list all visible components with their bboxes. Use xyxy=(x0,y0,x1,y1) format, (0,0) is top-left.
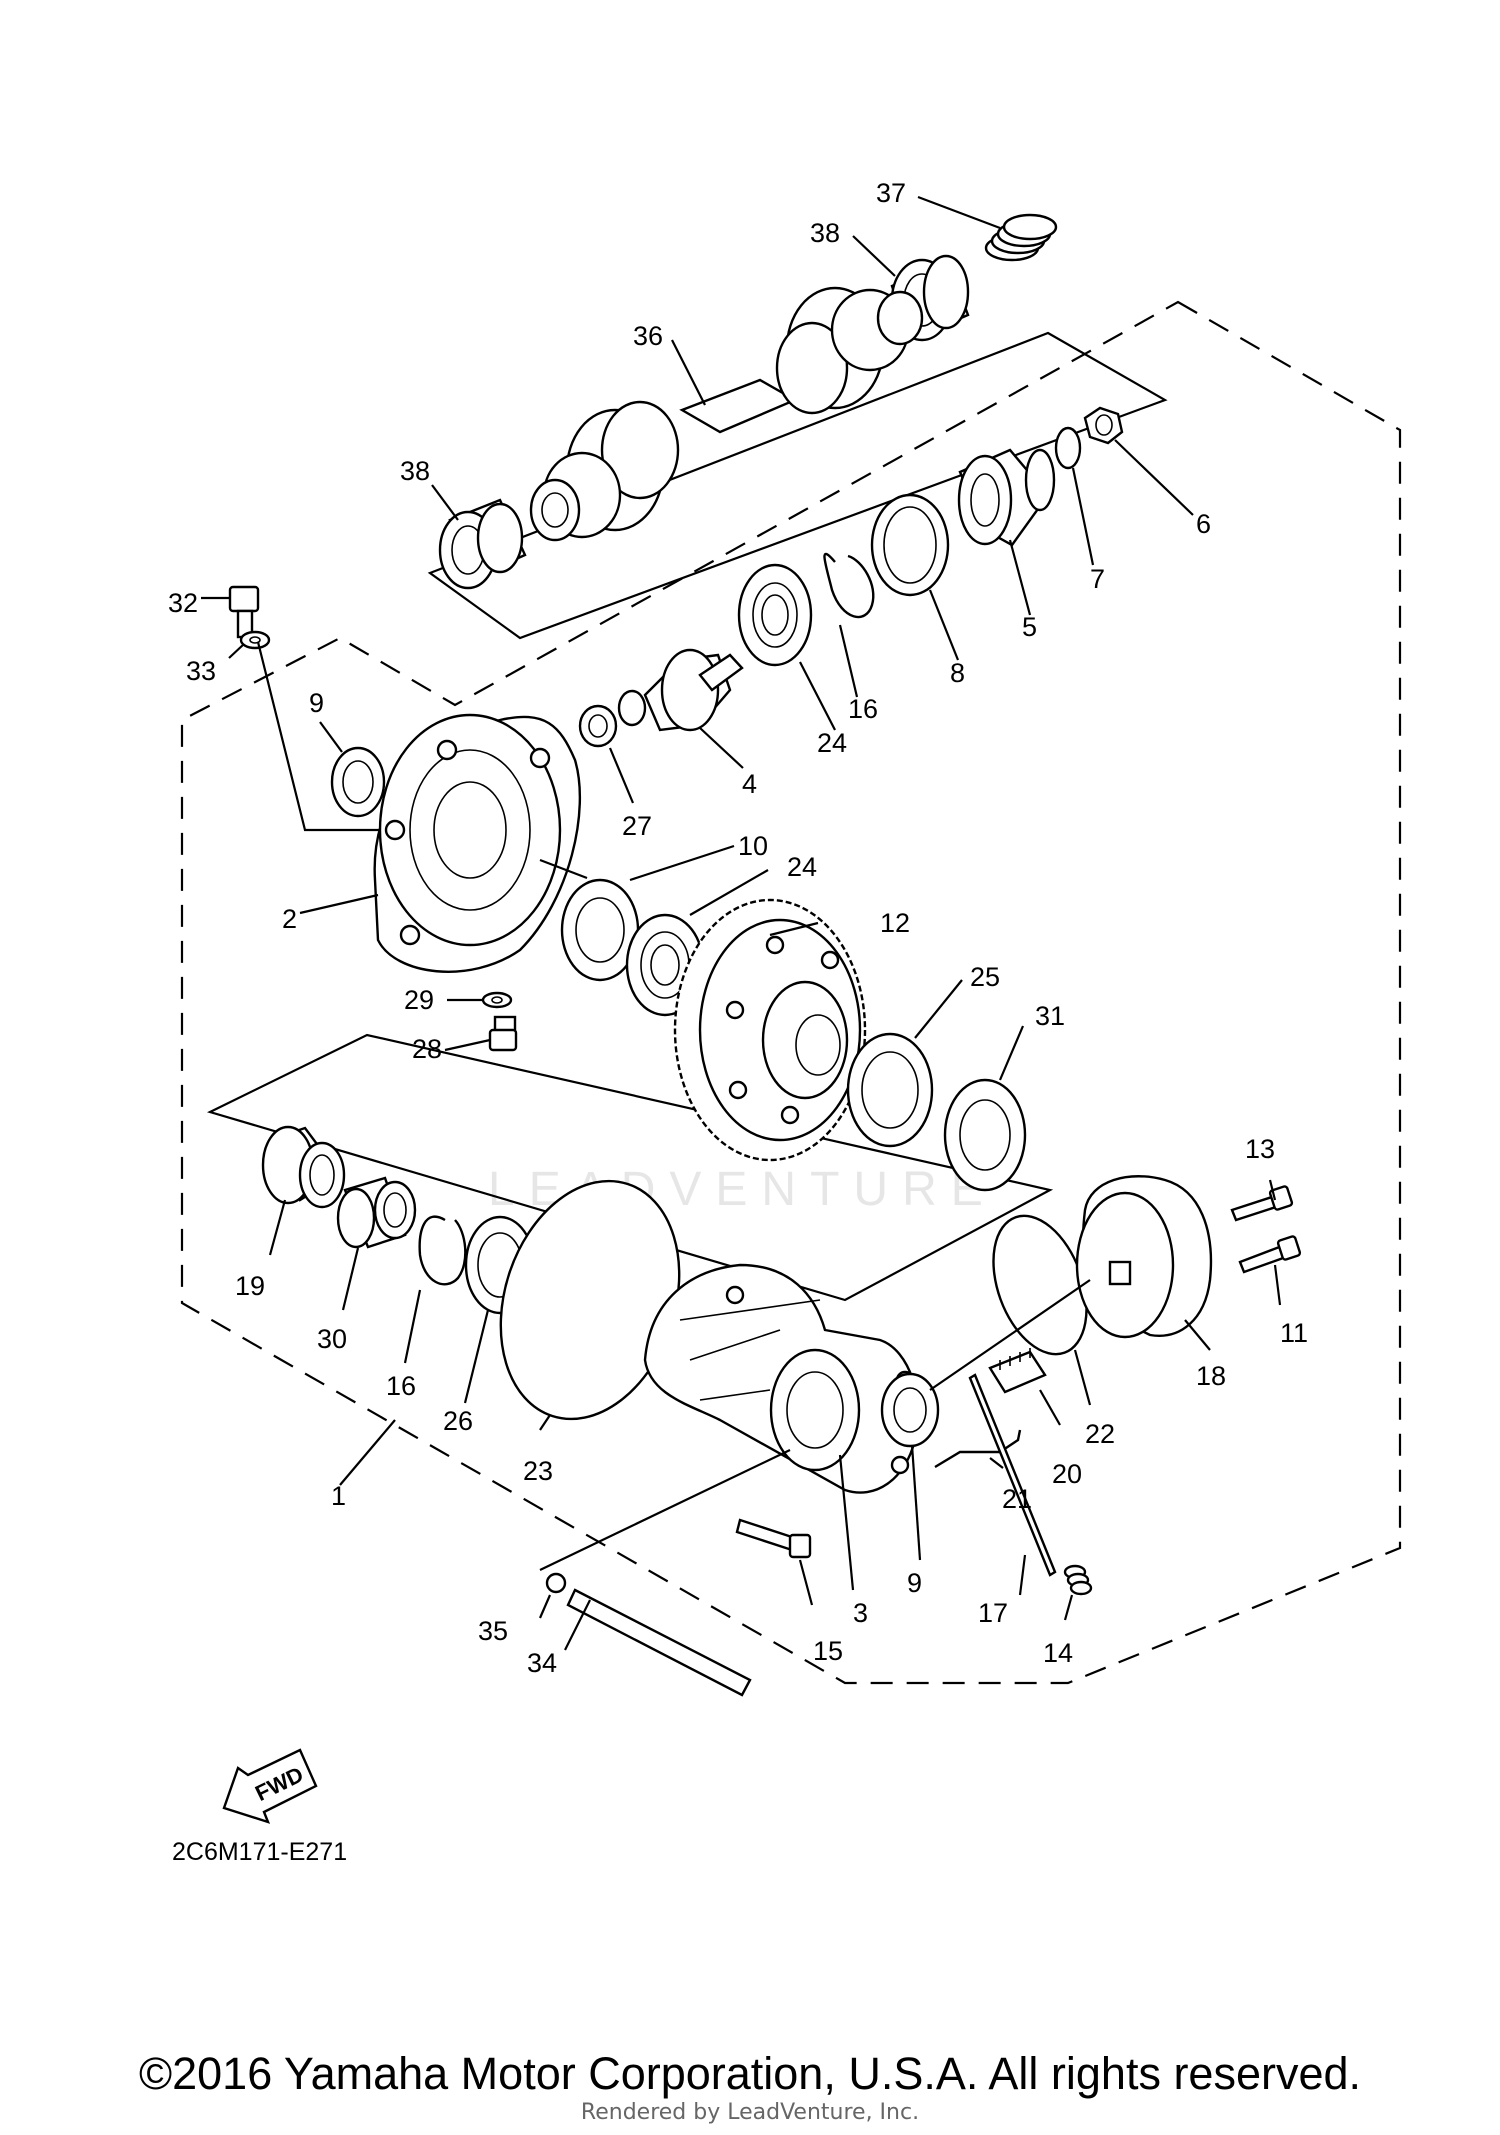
part-28-bolt[interactable] xyxy=(488,1015,518,1052)
copyright-text: ©2016 Yamaha Motor Corporation, U.S.A. A… xyxy=(138,2048,1362,2099)
callout-26[interactable]: 26 xyxy=(443,1406,473,1436)
part-20-sensor[interactable] xyxy=(988,1348,1047,1394)
part-5-coupling[interactable] xyxy=(957,448,1056,547)
part-13-bolt[interactable] xyxy=(1230,1185,1294,1222)
callout-4[interactable]: 4 xyxy=(742,769,757,799)
callout-24-upper[interactable]: 24 xyxy=(817,728,847,758)
callout-16-upper[interactable]: 16 xyxy=(848,694,878,724)
part-16-circlip-lower[interactable] xyxy=(418,1215,467,1286)
fwd-arrow-icon: FWD xyxy=(222,1748,318,1824)
callout-5[interactable]: 5 xyxy=(1022,612,1037,642)
callout-24-lower[interactable]: 24 xyxy=(787,852,817,882)
part-17-pin[interactable] xyxy=(968,1373,1057,1577)
part-9-oil-seal-lower[interactable] xyxy=(880,1372,940,1448)
callout-7[interactable]: 7 xyxy=(1090,564,1105,594)
part-38-bearing-lower[interactable] xyxy=(438,498,527,590)
callout-3[interactable]: 3 xyxy=(853,1598,868,1628)
callout-9-lower[interactable]: 9 xyxy=(907,1568,922,1598)
callout-38-lower[interactable]: 38 xyxy=(400,456,430,486)
rendered-by-text: Rendered by LeadVenture, Inc. xyxy=(580,2100,920,2125)
callout-19[interactable]: 19 xyxy=(235,1271,265,1301)
callout-23[interactable]: 23 xyxy=(523,1456,553,1486)
callout-6[interactable]: 6 xyxy=(1196,509,1211,539)
callout-35[interactable]: 35 xyxy=(478,1616,508,1646)
part-30-needle-bearing[interactable] xyxy=(336,1176,417,1249)
part-18-gear-motor[interactable] xyxy=(1075,1175,1213,1339)
callout-18[interactable]: 18 xyxy=(1196,1361,1226,1391)
part-7-o-ring[interactable] xyxy=(1054,426,1082,470)
part-32-bolt[interactable] xyxy=(228,585,260,639)
callout-14[interactable]: 14 xyxy=(1043,1638,1073,1668)
part-27-needle-bearing[interactable] xyxy=(578,704,618,748)
part-24-bearing-upper[interactable] xyxy=(737,563,813,667)
callout-11[interactable]: 11 xyxy=(1280,1318,1308,1348)
callout-21[interactable]: 21 xyxy=(1002,1484,1032,1514)
callout-20[interactable]: 20 xyxy=(1052,1459,1082,1489)
part-4-pinion-gear[interactable] xyxy=(617,648,744,732)
part-3-gear-case[interactable] xyxy=(643,1263,920,1494)
part-35-clip[interactable] xyxy=(545,1572,567,1594)
callout-16-lower[interactable]: 16 xyxy=(386,1371,416,1401)
callout-25[interactable]: 25 xyxy=(970,962,1000,992)
part-15-bolt[interactable] xyxy=(735,1518,812,1559)
callout-34[interactable]: 34 xyxy=(527,1648,557,1678)
callout-30[interactable]: 30 xyxy=(317,1324,347,1354)
part-2-gear-case-cover[interactable] xyxy=(373,713,582,973)
callout-17[interactable]: 17 xyxy=(978,1598,1008,1628)
part-8-oil-seal[interactable] xyxy=(870,493,950,597)
part-33-washer[interactable] xyxy=(239,630,271,650)
part-12-differential-gear[interactable] xyxy=(673,898,867,1162)
callout-9-upper[interactable]: 9 xyxy=(309,688,324,718)
callout-27[interactable]: 27 xyxy=(622,811,652,841)
assembly-boundary xyxy=(180,300,1402,1685)
callout-15[interactable]: 15 xyxy=(813,1636,843,1666)
callout-32[interactable]: 32 xyxy=(168,588,198,618)
part-19-sleeve[interactable] xyxy=(261,1125,346,1209)
callout-13[interactable]: 13 xyxy=(1245,1134,1275,1164)
part-31-shim[interactable] xyxy=(943,1078,1027,1192)
part-25-bearing[interactable] xyxy=(846,1032,934,1148)
callout-2[interactable]: 2 xyxy=(282,904,297,934)
part-34-pin[interactable] xyxy=(566,1588,752,1697)
callout-8[interactable]: 8 xyxy=(950,658,965,688)
callout-37[interactable]: 37 xyxy=(876,178,906,208)
callout-labels: 37 38 36 38 6 7 5 8 16 24 4 27 32 33 9 2… xyxy=(168,178,1308,1678)
part-29-washer[interactable] xyxy=(481,991,513,1009)
callout-31[interactable]: 31 xyxy=(1035,1001,1065,1031)
callout-22[interactable]: 22 xyxy=(1085,1419,1115,1449)
leader-lines xyxy=(201,195,1282,1651)
axle-group-bracket xyxy=(427,331,1168,640)
callout-36[interactable]: 36 xyxy=(633,321,663,351)
part-14-spring[interactable] xyxy=(1063,1564,1093,1596)
callout-10[interactable]: 10 xyxy=(738,831,768,861)
part-6-nut[interactable] xyxy=(1083,406,1124,445)
part-16-circlip-upper[interactable] xyxy=(823,552,875,619)
callout-33[interactable]: 33 xyxy=(186,656,216,686)
callout-12[interactable]: 12 xyxy=(880,908,910,938)
part-11-bolt[interactable] xyxy=(1238,1235,1302,1274)
callout-1[interactable]: 1 xyxy=(331,1481,346,1511)
callout-29[interactable]: 29 xyxy=(404,985,434,1015)
diagram-code: 2C6M171-E271 xyxy=(172,1838,348,1866)
callout-28[interactable]: 28 xyxy=(412,1034,442,1064)
part-9-oil-seal-upper[interactable] xyxy=(330,746,386,818)
callout-38-upper[interactable]: 38 xyxy=(810,218,840,248)
part-36-drive-shaft[interactable] xyxy=(529,286,924,542)
part-37-spring[interactable] xyxy=(984,213,1058,262)
